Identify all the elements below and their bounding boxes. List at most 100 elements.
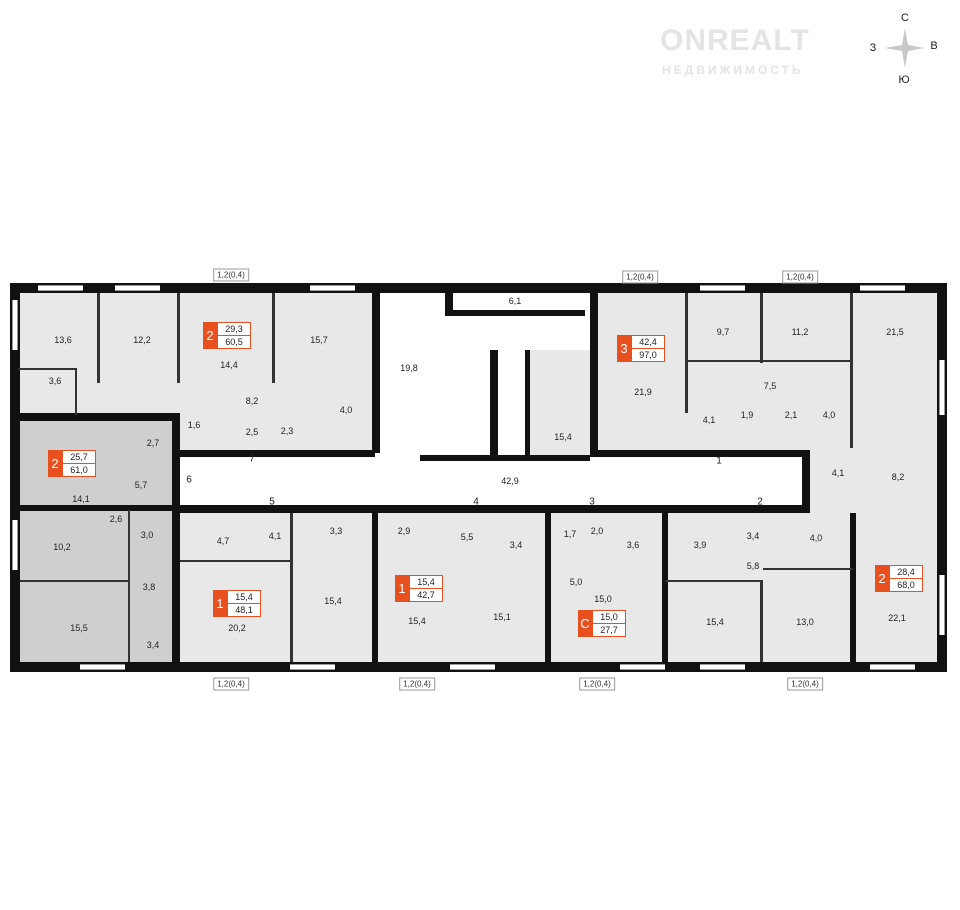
wall [802,450,810,513]
partition-wall [290,513,293,662]
room-area-label: 11,2 [791,327,809,337]
total-area: 42,7 [417,590,435,600]
room-area-label: 8,2 [891,472,905,482]
room-area-label: 3,9 [693,540,707,550]
window [12,520,18,570]
balcony-label: 1,2(0,4) [787,677,823,691]
room-area [180,513,372,662]
total-area: 61,0 [70,465,88,475]
total-area: 68,0 [897,580,915,590]
wall [525,350,530,455]
living-area: 29,3 [218,323,250,336]
entrance-door-number: 6 [186,474,192,486]
entrance-door-number: 2 [757,496,763,508]
wall [545,513,551,662]
partition-wall [128,510,130,662]
room-area-label: 3,6 [626,540,640,550]
room-area-label: 4,1 [702,415,716,425]
window [700,285,745,291]
partition-wall [272,293,275,383]
window [310,285,355,291]
room-area-label: 15,1 [493,612,511,622]
room-area-label: 42,9 [501,476,519,486]
partition-wall [180,560,290,562]
room-area-label: 15,4 [408,616,426,626]
room-area-label: 14,4 [220,360,238,370]
balcony-label: 1,2(0,4) [213,268,249,282]
room-area [808,447,940,513]
wall [172,413,180,662]
window [860,285,905,291]
room-area-label: 19,8 [400,363,418,373]
balcony-label: 1,2(0,4) [399,677,435,691]
wall [372,283,380,453]
room-area-label: 2,0 [590,526,604,536]
wall [590,450,810,457]
compass-north: С [901,12,909,24]
room-area-label: 6,1 [508,296,522,306]
room-area-label: 13,6 [54,335,72,345]
wall [420,455,590,461]
window [939,575,945,635]
entrance-door-number: 4 [473,496,479,508]
room-area [598,293,940,451]
room-area [548,513,662,662]
wall [18,413,178,421]
partition-wall [20,580,128,582]
total-area: 97,0 [639,350,657,360]
window [290,664,335,670]
compass-west: З [869,42,877,54]
room-area-label: 2,1 [784,410,798,420]
apartment-room-count: 2 [875,565,889,592]
room-area-label: 15,4 [554,432,572,442]
room-area-label: 5,0 [569,577,583,587]
room-area-label: 1,6 [187,420,201,430]
room-area-label: 12,2 [133,335,151,345]
window [80,664,125,670]
room-area-label: 2,9 [397,526,411,536]
room-area-label: 4,1 [268,531,282,541]
room-area-label: 3,4 [509,540,523,550]
partition-wall [18,368,75,370]
room-area [530,350,595,455]
room-area-label: 4,1 [831,468,845,478]
room-area-label: 15,4 [324,596,342,606]
room-area-label: 9,7 [716,327,730,337]
balcony-label: 1,2(0,4) [213,677,249,691]
room-area-label: 14,1 [72,494,90,504]
wall [590,283,598,453]
wall [180,450,375,457]
room-area-label: 7,5 [763,381,777,391]
room-area-label: 4,7 [216,536,230,546]
living-area: 42,4 [632,336,664,349]
room-area-label: 3,4 [746,531,760,541]
wall [490,350,498,455]
room-area-label: 4,0 [339,405,353,415]
partition-wall [760,580,763,662]
entrance-door-number: 1 [716,455,722,467]
entrance-door-number: 5 [269,496,275,508]
partition-wall [685,360,850,362]
room-area-label: 5,8 [746,561,760,571]
compass-star-icon [885,28,925,68]
window [38,285,83,291]
balcony-label: 1,2(0,4) [782,270,818,284]
window [939,360,945,415]
room-area-label: 3,8 [142,582,156,592]
room-area-label: 2,6 [109,514,123,524]
window [450,664,495,670]
compass-south: Ю [898,74,910,86]
room-area-label: 15,5 [70,623,88,633]
partition-wall [760,293,763,363]
room-area-label: 15,0 [594,594,612,604]
room-area-label: 3,0 [140,530,154,540]
living-area: 15,4 [410,576,442,589]
room-area-label: 5,7 [134,480,148,490]
